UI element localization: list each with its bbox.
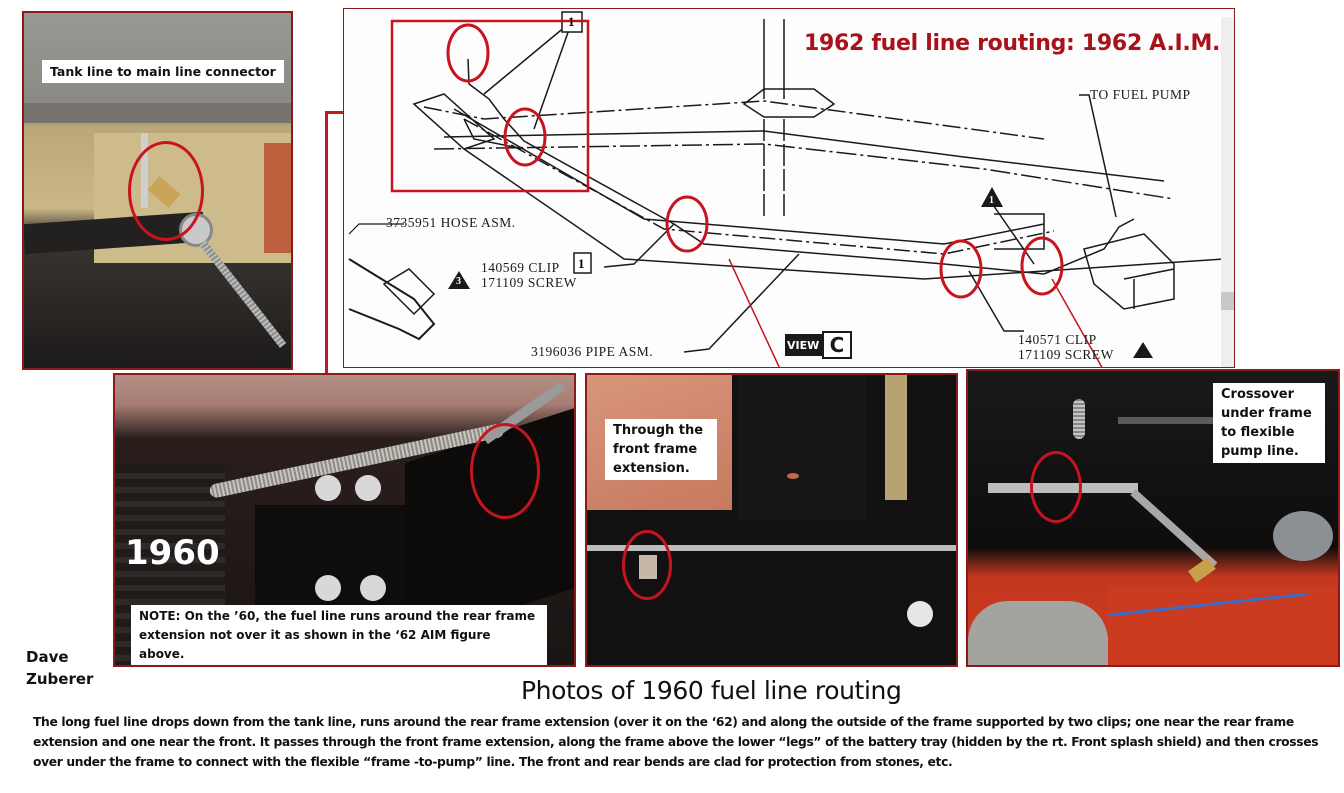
label-clip-140569: 140569 CLIP [481,260,560,275]
warning-triangle-number-1: 1 [989,195,994,206]
label-screw-171109-b: 171109 SCREW [1018,347,1114,359]
frame-crossmember [24,103,291,123]
photo-note: NOTE: On the ’60, the fuel line runs aro… [131,605,547,665]
highlight-ring [128,141,204,241]
diagram-scrollbar[interactable] [1221,17,1234,367]
view-letter-badge: C [822,331,852,359]
leader-line-vertical [325,111,328,376]
caption-title: Photos of 1960 fuel line routing [521,676,902,705]
rust-patch [264,143,291,253]
label-clip-140571: 140571 CLIP [1018,332,1097,347]
warning-triangle-number: 3 [456,276,461,287]
photo-rear-extension: 1960 NOTE: On the ’60, the fuel line run… [113,373,576,667]
author-first-name: Dave [26,648,69,666]
label-pipe-asm: 3196036 PIPE ASM. [531,344,654,359]
highlight-ring [622,530,672,600]
photo-caption: Crossover under frame to flexible pump l… [1213,383,1325,463]
diagram-title: 1962 fuel line routing: 1962 A.I.M. [804,31,1221,56]
diagram-linework [348,11,1225,367]
photo-caption: Through the front frame extension. [605,419,717,480]
label-screw-171109: 171109 SCREW [481,275,577,290]
label-to-fuel-pump: TO FUEL PUMP [1090,87,1191,102]
rubber-hose [1118,417,1213,424]
year-label: 1960 [125,533,220,573]
photo-front-extension: Through the front frame extension. [585,373,958,667]
exhaust-pipe [968,601,1108,665]
label-hose-asm: 3735951 HOSE ASM. [386,215,516,230]
description-paragraph: The long fuel line drops down from the t… [33,715,1319,769]
photo-caption: Tank line to main line connector [42,60,284,83]
view-label: VIEW [787,339,820,352]
aim-diagram: 1962 fuel line routing: 1962 A.I.M. TO F… [343,8,1235,368]
fuel-line [587,545,956,551]
photo-crossover: Crossover under frame to flexible pump l… [966,369,1340,667]
fuel-pump [1273,511,1333,561]
extension-hole [787,473,799,479]
tan-wall [885,375,907,500]
flex-hose [1073,399,1085,439]
bolt-head [907,601,933,627]
bolt-head [360,575,386,601]
author-name: Dave Zuberer [26,646,93,690]
steel-fuel-line-bend [1130,489,1218,569]
frame-extension-plate [737,375,867,520]
photo-tank-connector: Tank line to main line connector [22,11,293,370]
callout-box-number: 1 [568,14,575,29]
engine-block [1108,586,1338,665]
bolt-head [315,575,341,601]
highlight-ring [470,423,540,519]
author-last-name: Zuberer [26,670,94,688]
bolt-head [355,475,381,501]
callout-box-number-2: 1 [578,256,585,271]
bolt-head [315,475,341,501]
highlight-ring [1030,451,1082,523]
scrollbar-thumb[interactable] [1221,292,1234,310]
